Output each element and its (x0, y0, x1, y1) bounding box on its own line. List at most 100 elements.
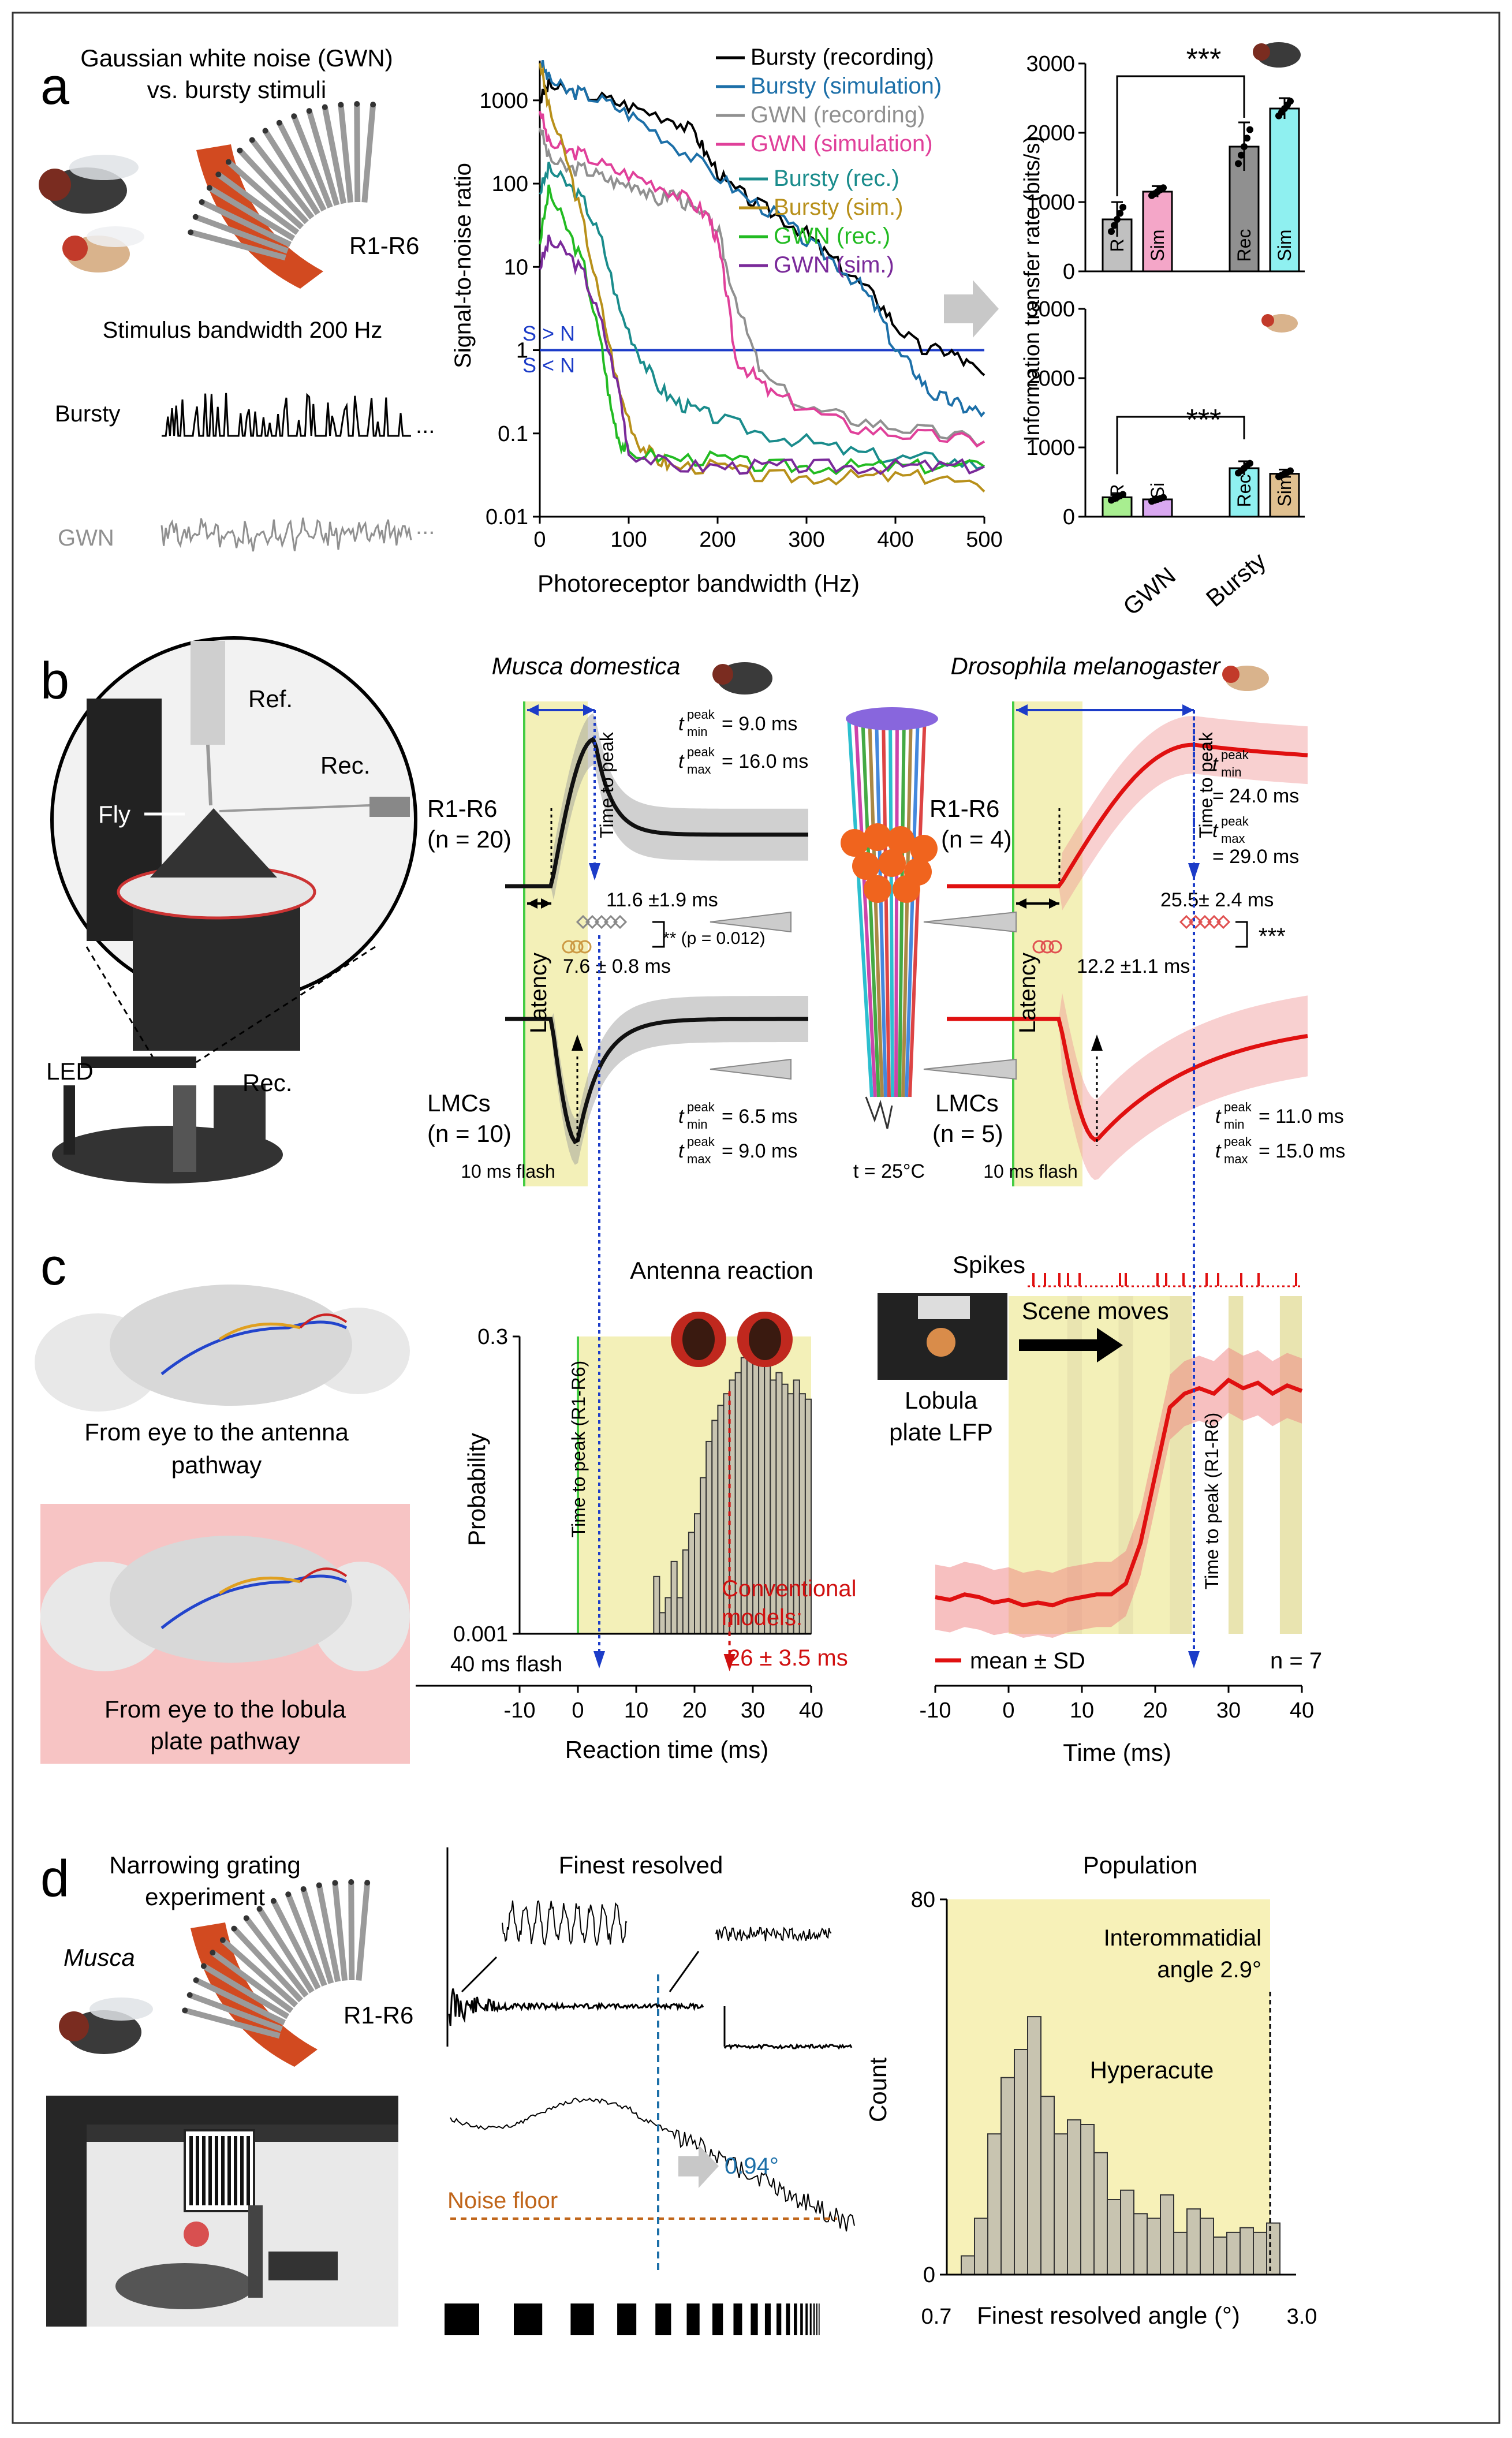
snr-series-line (539, 60, 985, 418)
rhabdomere (354, 101, 360, 107)
electrode-cone (923, 1058, 1017, 1080)
conventional-models-3: 26 ± 3.5 ms (727, 1645, 848, 1671)
bursty-stimulus-label: Bursty (55, 401, 120, 427)
reaction-bar (670, 1560, 678, 1634)
ommatidium (189, 229, 286, 261)
reaction-y-tick-label: 0.3 (477, 1325, 508, 1349)
population-bar (1133, 2213, 1148, 2275)
ommatidium (316, 1884, 341, 1982)
eye-lobula-label-1: From eye to the lobula (104, 1696, 346, 1723)
drosophila-title: Drosophila melanogaster (951, 652, 1222, 679)
lfp-x-tick-label: -10 (920, 1698, 951, 1723)
svg-text:t: t (1212, 820, 1219, 842)
info-bar-label: R (1107, 238, 1128, 252)
grating-strip-bar (816, 2303, 817, 2335)
latency-circle-marker (562, 940, 576, 954)
grating-strip-bar (800, 2303, 803, 2335)
ttp-diamond-marker (1197, 914, 1212, 929)
population-bar (1253, 2231, 1267, 2275)
gwn-vs-bursty-title-1: Gaussian white noise (GWN) (80, 44, 393, 72)
arrowhead (1182, 704, 1194, 716)
svg-text:= 16.0 ms: = 16.0 ms (722, 751, 808, 772)
snr-y-tick-label: 0.01 (486, 505, 528, 529)
rhabdomere (322, 104, 328, 110)
snr-series-line (539, 184, 985, 476)
info-data-point (1108, 228, 1115, 235)
fly-label: Fly (98, 801, 130, 828)
lmc-dros-label: LMCs (935, 1089, 999, 1117)
stimulus-bandwidth-label: Stimulus bandwidth 200 Hz (103, 318, 383, 343)
brain-illustration-antenna (35, 1285, 410, 1412)
rhabdomere (291, 113, 297, 120)
photoreceptor-mean-trace (505, 736, 808, 888)
population-y-tick-label: 80 (911, 1888, 935, 1912)
rhabdomere (332, 1880, 338, 1886)
post-stimulus-trace (723, 2043, 853, 2051)
grating-bar (240, 2136, 244, 2205)
reaction-bar (653, 1575, 660, 1634)
photoreceptor-mean-trace (947, 742, 1308, 888)
population-bar (1040, 2096, 1055, 2275)
neuron-axon (847, 715, 873, 1097)
musca-r1r6-peak-times: t peak min = 9.0 ms t peak max = 16.0 ms (678, 707, 808, 776)
flash-shading (1013, 701, 1082, 1186)
svg-text:t: t (1215, 1140, 1222, 1162)
ommatidia-fan-illustration (188, 101, 376, 289)
eye-antenna-label-2: pathway (171, 1451, 262, 1479)
ommatidium (322, 106, 347, 204)
rhabdomere (206, 185, 212, 191)
lmc-mean-trace (505, 1017, 808, 1145)
lobula-label-1: Lobula (905, 1387, 978, 1414)
snr-legend-label: Bursty (rec.) (774, 166, 899, 191)
population-bar (1147, 2217, 1161, 2275)
arrowhead (723, 1654, 736, 1671)
snr-series-line (539, 162, 985, 470)
lmc-mean-trace (947, 1017, 1308, 1142)
snr-legend-label: Bursty (recording) (751, 44, 934, 70)
ommatidium (211, 1950, 294, 2014)
n-musca-r1r6: (n = 20) (427, 826, 512, 853)
panel-label-d: d (40, 1850, 69, 1908)
electrode-cone (710, 1058, 792, 1080)
rhabdomere (192, 214, 199, 220)
ommatidium (338, 104, 354, 203)
latency-circle-marker (1040, 940, 1054, 954)
neuron-axon (861, 715, 880, 1097)
info-bar-label: Sim (1274, 229, 1295, 261)
svg-text:= 11.0 ms: = 11.0 ms (1259, 1106, 1344, 1127)
temperature-label: t = 25°C (853, 1160, 925, 1182)
grey-arrow-icon (944, 280, 999, 338)
ommatidium (200, 199, 292, 248)
flash-shading (524, 701, 588, 1186)
n-dros-r1r6: (n = 4) (941, 826, 1012, 853)
arrowhead (1016, 704, 1028, 716)
grating-strip-bar (805, 2303, 808, 2335)
ommatidium (306, 110, 340, 206)
snr-x-tick-label: 400 (877, 528, 913, 552)
count-ylabel: Count (864, 2058, 891, 2122)
population-bar (1054, 2133, 1068, 2275)
time-xlabel: Time (ms) (1063, 1739, 1171, 1766)
rhabdomere (243, 1915, 249, 1921)
angle-xlabel: Finest resolved angle (°) (977, 2302, 1240, 2329)
interommatidial-label-1: Interommatidial (1104, 1925, 1261, 1951)
rhabdomere (237, 147, 243, 154)
population-bar (961, 2255, 975, 2275)
ommatidium (356, 1882, 371, 1981)
led-label: LED (46, 1058, 94, 1085)
finest-resolved-traces (445, 1847, 855, 2335)
svg-text:max: max (1224, 1152, 1248, 1166)
arrowhead (1016, 898, 1026, 909)
photoreceptor-raw-trace (448, 1988, 704, 2026)
ttp-diamond-marker (613, 914, 628, 929)
population-bar (1067, 2119, 1081, 2275)
population-x-tick-label: 0.7 (921, 2305, 952, 2329)
svg-text:t: t (678, 751, 685, 772)
ommatidium (195, 1977, 286, 2026)
ommatidium (221, 1937, 298, 2008)
ommatidium (348, 1881, 355, 1981)
